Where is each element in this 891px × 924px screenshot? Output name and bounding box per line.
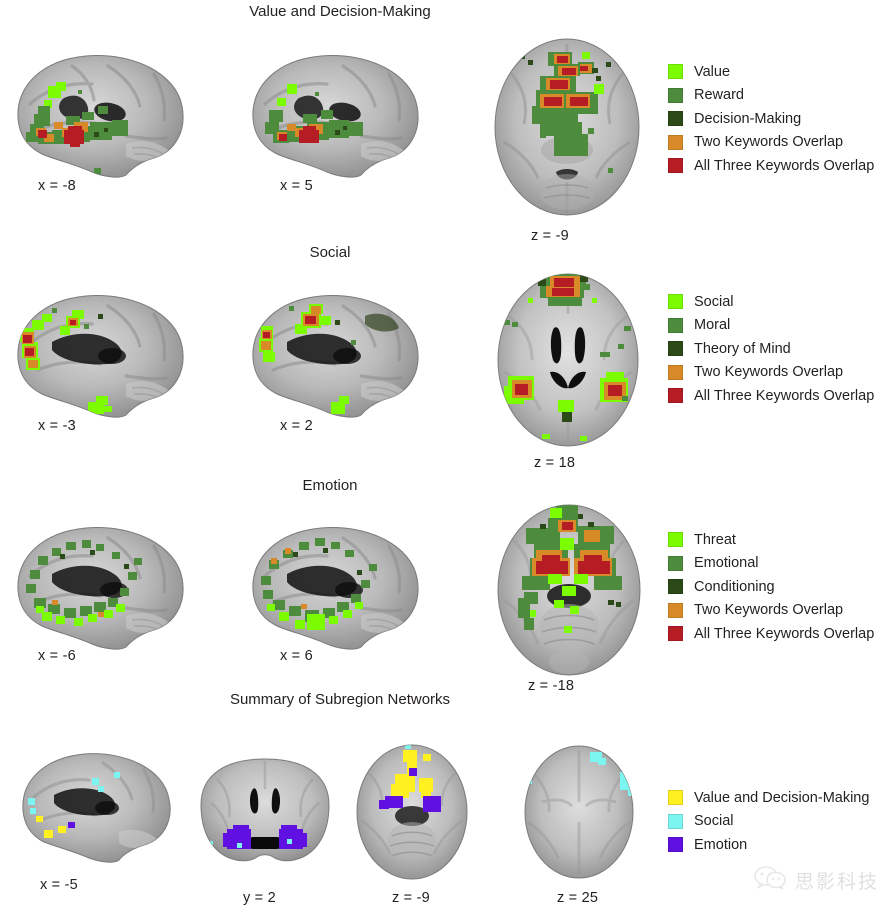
legend-swatch	[668, 388, 683, 404]
slice-emotion-axial	[482, 500, 657, 682]
legend-label: Two Keywords Overlap	[694, 602, 844, 619]
legend-item: Reward	[668, 84, 874, 108]
section-title-value-decision-making: Value and Decision-Making	[249, 3, 431, 20]
legend-swatch	[668, 602, 683, 618]
legend-label: Value	[694, 63, 731, 80]
legend-label: Value and Decision-Making	[694, 789, 870, 806]
legend-swatch	[668, 837, 683, 853]
legend-label: Two Keywords Overlap	[694, 134, 844, 151]
coord-label-summary-coronal: y = 2	[243, 890, 276, 906]
coord-label-summary-sagittal: x = -5	[40, 877, 78, 893]
legend-label: Reward	[694, 87, 744, 104]
legend-item: All Three Keywords Overlap	[668, 622, 874, 646]
section-title-summary: Summary of Subregion Networks	[229, 691, 451, 708]
legend-label: All Three Keywords Overlap	[694, 157, 875, 174]
legend-label: Decision-Making	[694, 110, 802, 127]
legend-item: Social	[668, 290, 874, 314]
legend-label: Theory of Mind	[694, 340, 791, 357]
slice-emotion-sagittal-right	[243, 512, 428, 652]
section-title-social: Social	[309, 244, 351, 261]
legend-swatch	[668, 790, 683, 806]
legend-swatch	[668, 87, 683, 103]
watermark: 思影科技	[753, 865, 879, 896]
legend-item: Emotion	[668, 833, 869, 857]
legend-swatch	[668, 64, 683, 80]
watermark-text: 思影科技	[794, 871, 879, 893]
legend-swatch	[668, 555, 683, 571]
legend-item: Social	[668, 810, 869, 834]
legend-swatch	[668, 626, 683, 642]
coord-label-summary-axial-superior: z = 25	[557, 890, 599, 906]
legend-item: Decision-Making	[668, 107, 874, 131]
legend-value-decision-making: Value Reward Decision-Making Two Keyword…	[668, 60, 874, 178]
legend-label: Social	[694, 813, 734, 830]
legend-label: Conditioning	[694, 578, 775, 595]
legend-label: All Three Keywords Overlap	[694, 387, 875, 404]
legend-label: Moral	[694, 317, 731, 334]
coord-label-value-axial: z = -9	[531, 228, 569, 244]
legend-label: Two Keywords Overlap	[694, 364, 844, 381]
slice-value-axial	[480, 32, 655, 222]
legend-swatch	[668, 294, 683, 310]
legend-item: All Three Keywords Overlap	[668, 154, 874, 178]
legend-emotion: Threat Emotional Conditioning Two Keywor…	[668, 528, 874, 646]
coord-label-emotion-sagittal-right: x = 6	[280, 648, 313, 664]
slice-emotion-sagittal-left	[8, 512, 193, 652]
slice-value-sagittal-right	[243, 40, 428, 180]
legend-label: All Three Keywords Overlap	[694, 625, 875, 642]
legend-swatch	[668, 341, 683, 357]
slice-social-axial	[482, 268, 654, 453]
wechat-icon	[753, 865, 787, 896]
legend-item: Two Keywords Overlap	[668, 131, 874, 155]
legend-label: Emotional	[694, 555, 759, 572]
slice-summary-coronal	[193, 755, 338, 873]
legend-item: Value	[668, 60, 874, 84]
legend-label: Emotion	[694, 836, 748, 853]
legend-swatch	[668, 134, 683, 150]
slice-social-sagittal-right	[243, 280, 428, 420]
legend-item: Conditioning	[668, 575, 874, 599]
slice-summary-axial-inferior	[345, 742, 480, 884]
legend-summary: Value and Decision-Making Social Emotion	[668, 786, 869, 857]
legend-item: Threat	[668, 528, 874, 552]
slice-summary-sagittal	[14, 740, 179, 865]
legend-item: All Three Keywords Overlap	[668, 384, 874, 408]
legend-swatch	[668, 364, 683, 380]
legend-swatch	[668, 111, 683, 127]
legend-item: Two Keywords Overlap	[668, 599, 874, 623]
coord-label-value-sagittal-left: x = -8	[38, 178, 76, 194]
legend-swatch	[668, 579, 683, 595]
legend-label: Social	[694, 293, 734, 310]
coord-label-social-sagittal-left: x = -3	[38, 418, 76, 434]
slice-social-sagittal-left	[8, 280, 193, 420]
legend-item: Emotional	[668, 552, 874, 576]
coord-label-emotion-axial: z = -18	[528, 678, 575, 694]
legend-social: Social Moral Theory of Mind Two Keywords…	[668, 290, 874, 408]
slice-value-sagittal-left	[8, 40, 193, 180]
legend-swatch	[668, 813, 683, 829]
legend-item: Value and Decision-Making	[668, 786, 869, 810]
legend-label: Threat	[694, 531, 736, 548]
coord-label-emotion-sagittal-left: x = -6	[38, 648, 76, 664]
section-title-emotion: Emotion	[302, 477, 358, 494]
legend-swatch	[668, 317, 683, 333]
coord-label-social-sagittal-right: x = 2	[280, 418, 313, 434]
slice-summary-axial-superior	[512, 742, 647, 884]
coord-label-value-sagittal-right: x = 5	[280, 178, 313, 194]
legend-item: Theory of Mind	[668, 337, 874, 361]
legend-item: Two Keywords Overlap	[668, 361, 874, 385]
legend-swatch	[668, 158, 683, 174]
coord-label-social-axial: z = 18	[534, 455, 576, 471]
legend-swatch	[668, 532, 683, 548]
coord-label-summary-axial-inferior: z = -9	[392, 890, 430, 906]
legend-item: Moral	[668, 314, 874, 338]
